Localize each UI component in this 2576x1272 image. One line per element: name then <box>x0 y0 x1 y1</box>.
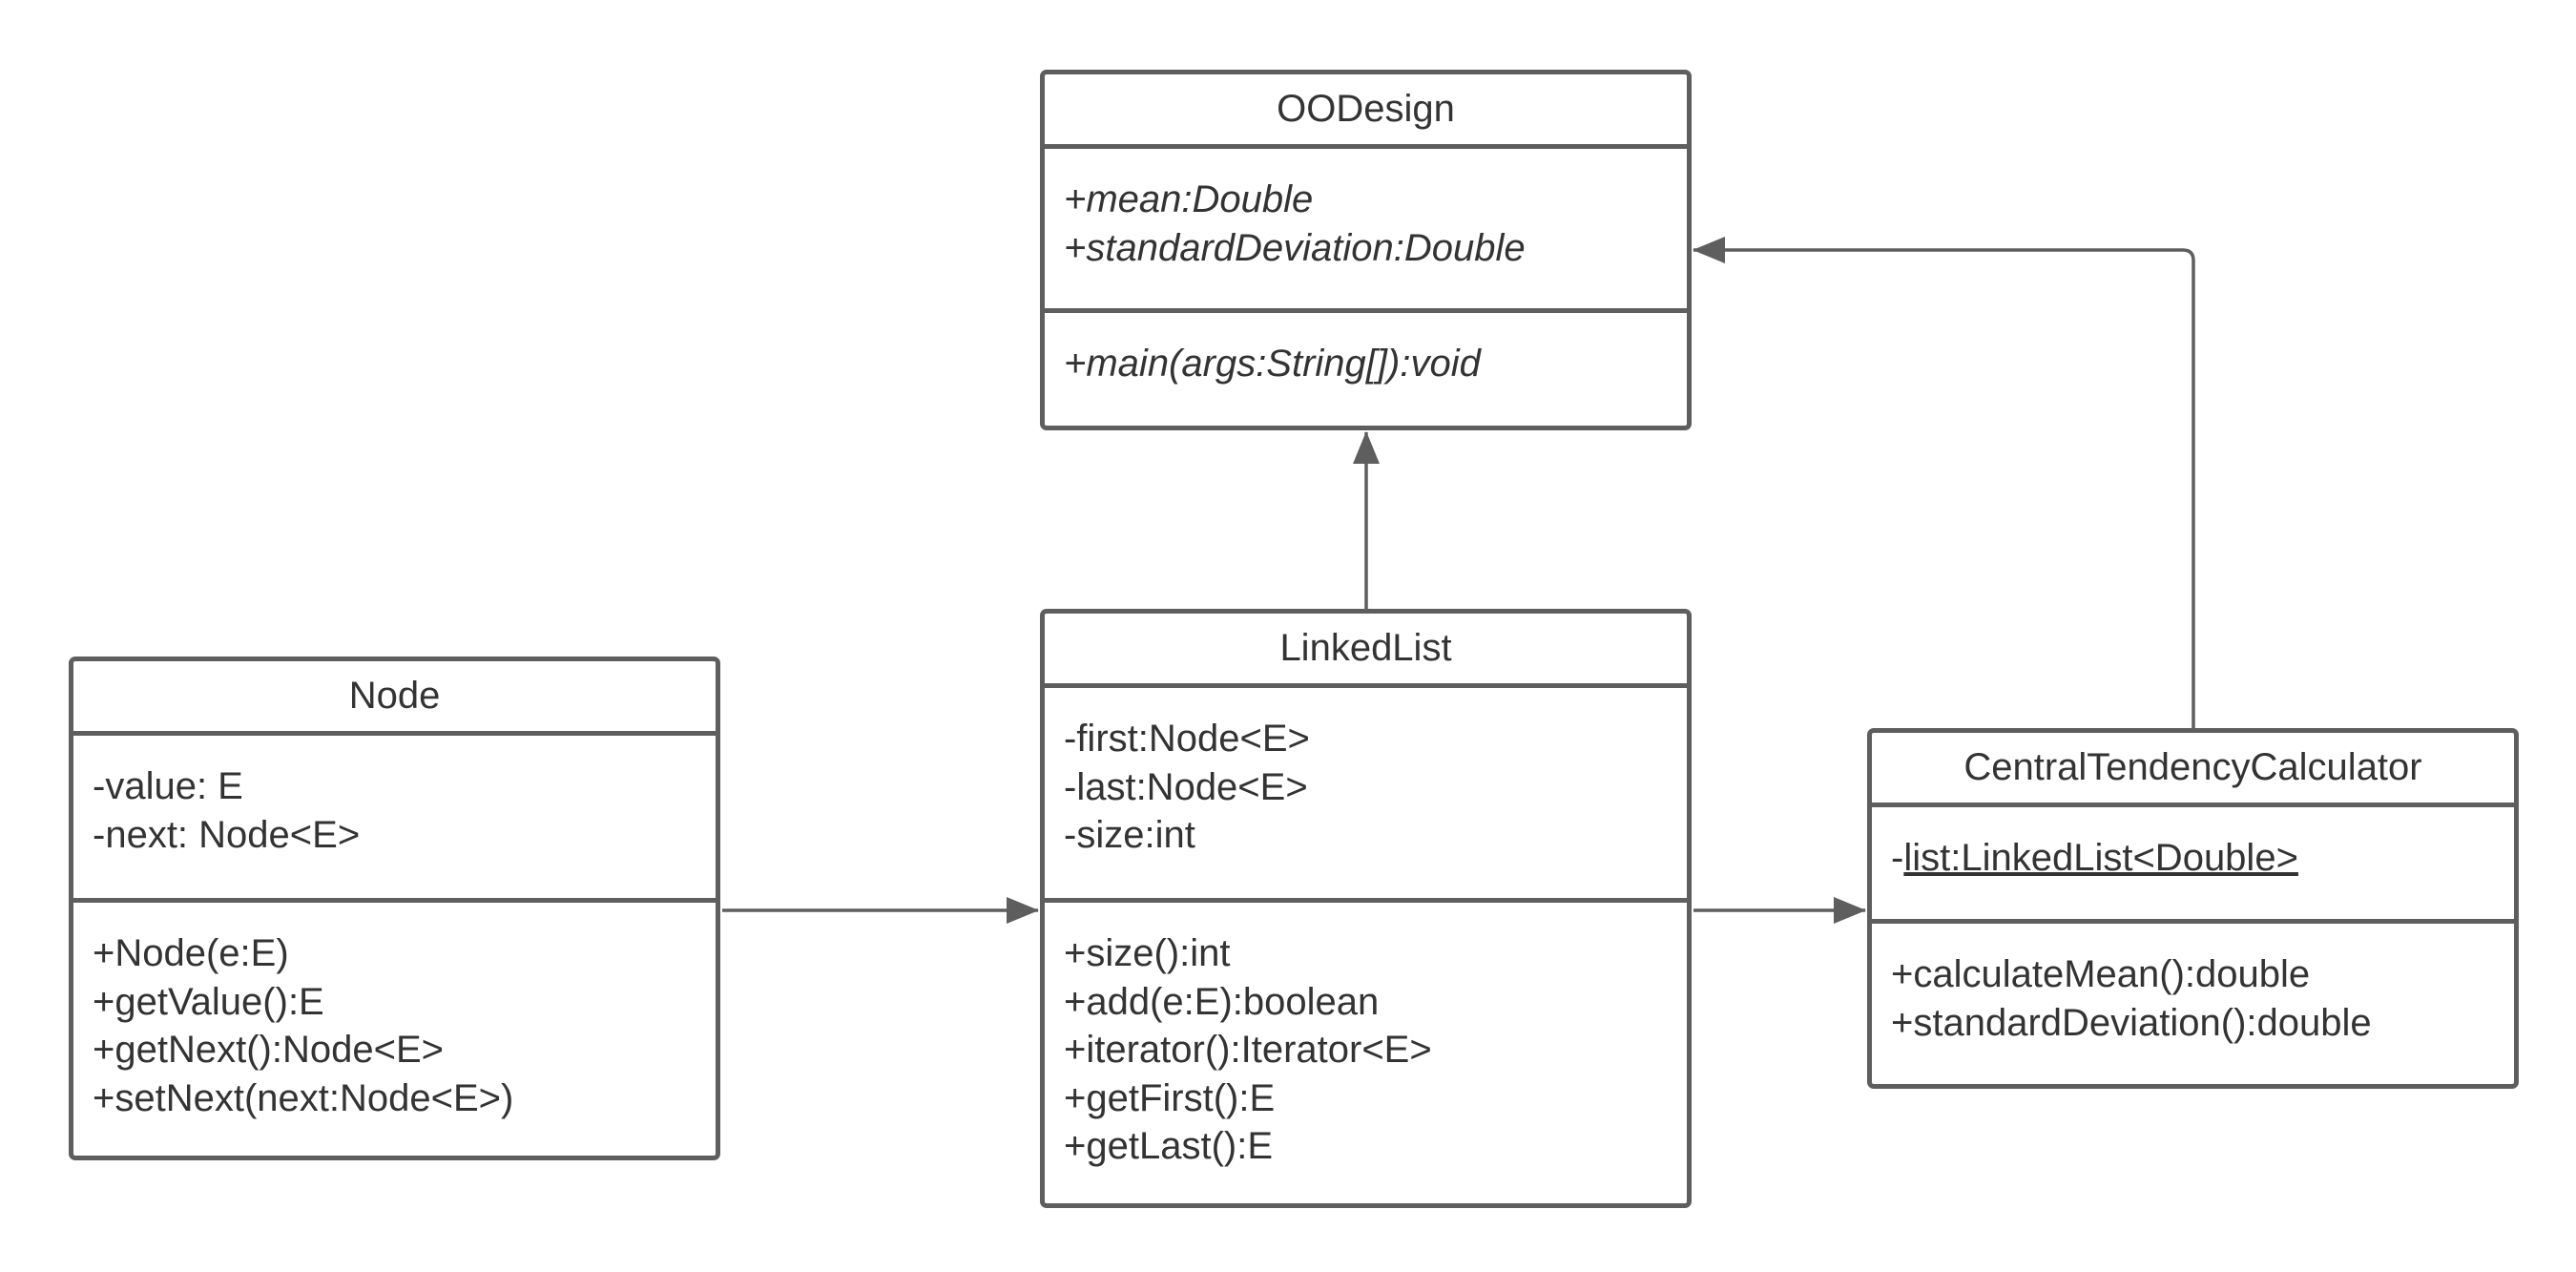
attribute-size: -size:int <box>1064 814 1195 856</box>
attribute-last: -last:Node<E> <box>1064 765 1308 808</box>
operation-main: +main(args:String[]):void <box>1064 343 1481 385</box>
operation-get-last: +getLast():E <box>1064 1125 1274 1167</box>
class-oodesign[interactable]: OODesign +mean:Double +standardDeviation… <box>1040 70 1692 430</box>
attribute-list: -list:LinkedList<Double> <box>1891 834 2514 883</box>
operation-get-next: +getNext():Node<E> <box>93 1029 444 1071</box>
visibility-marker: - <box>1891 837 1904 879</box>
attributes-section: +mean:Double +standardDeviation:Double <box>1045 149 1687 313</box>
class-node[interactable]: Node -value: E -next: Node<E> +Node(e:E)… <box>69 657 720 1160</box>
class-name: OODesign <box>1045 74 1687 149</box>
operation-standard-deviation: +standardDeviation():double <box>1891 1001 2372 1044</box>
operation-calculate-mean: +calculateMean():double <box>1891 953 2311 995</box>
class-name: Node <box>73 661 716 736</box>
operations-section: +Node(e:E) +getValue():E +getNext():Node… <box>73 903 716 1156</box>
operation-set-next: +setNext(next:Node<E>) <box>93 1076 514 1119</box>
operation-add: +add(e:E):boolean <box>1064 980 1380 1023</box>
operation-size: +size():int <box>1064 932 1231 974</box>
operations-section: +main(args:String[]):void <box>1045 313 1687 426</box>
attribute-list-static: list:LinkedList<Double> <box>1903 837 2298 879</box>
class-central-tendency-calculator[interactable]: CentralTendencyCalculator -list:LinkedLi… <box>1867 728 2519 1089</box>
connector-ctc-to-oodesign <box>1693 237 2195 728</box>
class-name: CentralTendencyCalculator <box>1872 733 2514 807</box>
attributes-section: -value: E -next: Node<E> <box>73 736 716 903</box>
class-name: LinkedList <box>1045 614 1687 688</box>
operation-iterator: +iterator():Iterator<E> <box>1064 1029 1432 1071</box>
class-linkedlist[interactable]: LinkedList -first:Node<E> -last:Node<E> … <box>1040 609 1692 1208</box>
operations-section: +calculateMean():double +standardDeviati… <box>1872 924 2514 1084</box>
attribute-standard-deviation: +standardDeviation:Double <box>1064 226 1526 269</box>
attribute-mean: +mean:Double <box>1064 178 1314 220</box>
attribute-first: -first:Node<E> <box>1064 718 1310 760</box>
attribute-next: -next: Node<E> <box>93 813 361 856</box>
attributes-section: -first:Node<E> -last:Node<E> -size:int <box>1045 688 1687 903</box>
operations-section: +size():int +add(e:E):boolean +iterator(… <box>1045 903 1687 1203</box>
operation-node-constructor: +Node(e:E) <box>93 932 289 974</box>
operation-get-first: +getFirst():E <box>1064 1076 1276 1119</box>
attributes-section: -list:LinkedList<Double> <box>1872 807 2514 924</box>
operation-get-value: +getValue():E <box>93 980 324 1023</box>
attribute-value: -value: E <box>93 765 243 807</box>
